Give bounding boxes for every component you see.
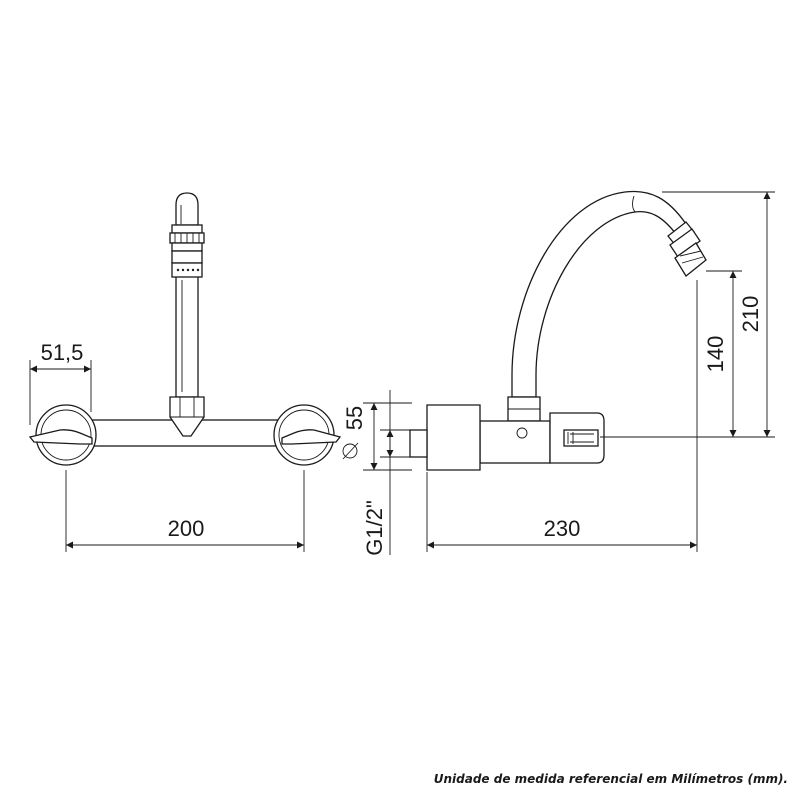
side-spout-curve [511,190,687,398]
dim-thread: G1/2" [362,390,410,556]
dim-center-distance-label: 200 [168,516,205,541]
front-right-handle [273,404,342,466]
side-inlet [409,429,428,458]
dim-outlet-height: 140 [600,270,742,438]
dim-reach-label: 230 [544,516,581,541]
diameter-icon [342,443,358,459]
side-body [479,420,551,464]
dim-total-height: 210 [662,191,775,438]
units-footnote: Unidade de medida referencial em Milímet… [433,772,788,786]
dim-total-height-label: 210 [738,296,763,333]
dim-thread-label: G1/2" [362,500,387,556]
front-left-handle [28,404,97,466]
side-view [409,190,707,471]
side-aerator [667,221,707,277]
dim-handle-width: 51,5 [29,340,92,425]
side-handle-lever [563,429,599,447]
dim-body-height: 55 [342,402,412,471]
front-view [28,192,342,466]
dim-handle-width-label: 51,5 [41,340,84,365]
side-wall-flange [426,404,481,471]
dim-reach: 230 [426,280,698,552]
dim-center-distance: 200 [65,470,305,552]
dim-body-height-label: 55 [342,406,367,430]
front-spout-tube [175,274,199,398]
front-spout-top [175,192,199,226]
front-aerator [169,224,205,278]
dim-outlet-height-label: 140 [703,336,728,373]
